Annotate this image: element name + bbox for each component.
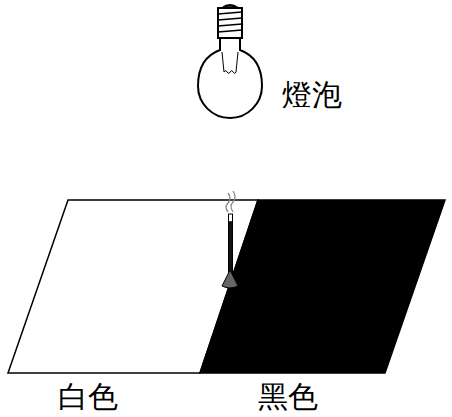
bulb-label: 燈泡: [282, 78, 342, 111]
black-label: 黑色: [258, 380, 318, 413]
white-label: 白色: [58, 380, 118, 413]
board: [8, 200, 445, 373]
light-bulb: [198, 5, 262, 118]
incense: [222, 191, 238, 288]
